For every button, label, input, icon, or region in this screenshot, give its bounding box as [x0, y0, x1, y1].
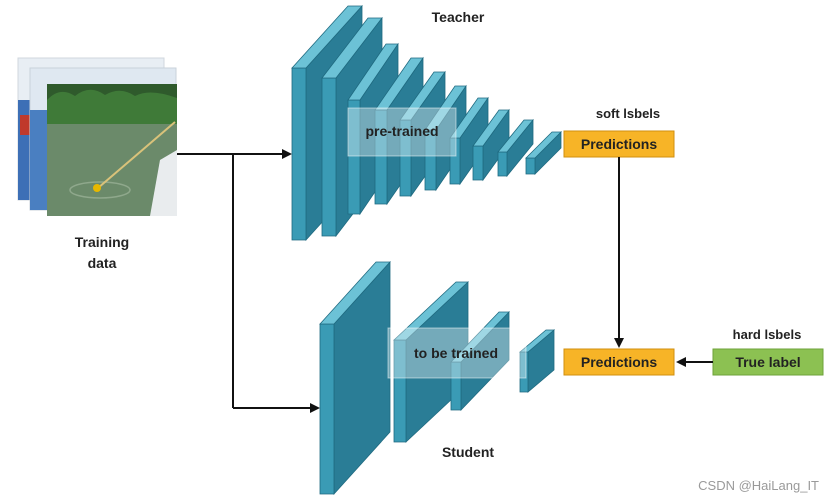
teacher-title: Teacher [432, 9, 485, 25]
true-label-box: True label [712, 348, 824, 376]
student-title: Student [442, 444, 494, 460]
teacher-layer [472, 108, 510, 182]
student-predictions-label: Predictions [581, 354, 657, 370]
teacher-layer [497, 118, 534, 178]
teacher-layer [525, 131, 562, 175]
training-data-label-line2: data [88, 255, 117, 271]
student-layer [518, 329, 556, 393]
teacher-predictions-box: Predictions [563, 130, 675, 158]
training-data-images [17, 57, 177, 216]
photo-sensor [93, 184, 101, 192]
watermark: CSDN @HaiLang_IT [698, 478, 819, 493]
student-predictions-box: Predictions [563, 348, 675, 376]
true-label-text: True label [735, 354, 800, 370]
pre-trained-label: pre-trained [365, 123, 438, 139]
training-data-label: Training [75, 234, 129, 250]
photo-middle-strip [30, 110, 48, 210]
soft-labels-title: soft lsbels [596, 106, 660, 121]
photo-back-detail [20, 115, 30, 135]
pre-trained-overlay [347, 107, 457, 157]
student-layer [450, 311, 510, 411]
student-network [319, 260, 556, 496]
hard-labels-title: hard lsbels [733, 327, 802, 342]
photo-boat-rail [150, 150, 177, 216]
photo-pole [97, 121, 176, 189]
photo-front [47, 84, 177, 216]
photo-tree-canopy [47, 89, 177, 124]
student-layer [392, 281, 470, 443]
teacher-predictions-label: Predictions [581, 136, 657, 152]
student-layer [319, 260, 391, 496]
to-be-trained-overlay [387, 327, 527, 379]
training-data-connectors [177, 149, 320, 413]
photo-ripple [69, 181, 131, 199]
to-be-trained-label: to be trained [414, 345, 498, 361]
teacher-layer [449, 96, 489, 186]
